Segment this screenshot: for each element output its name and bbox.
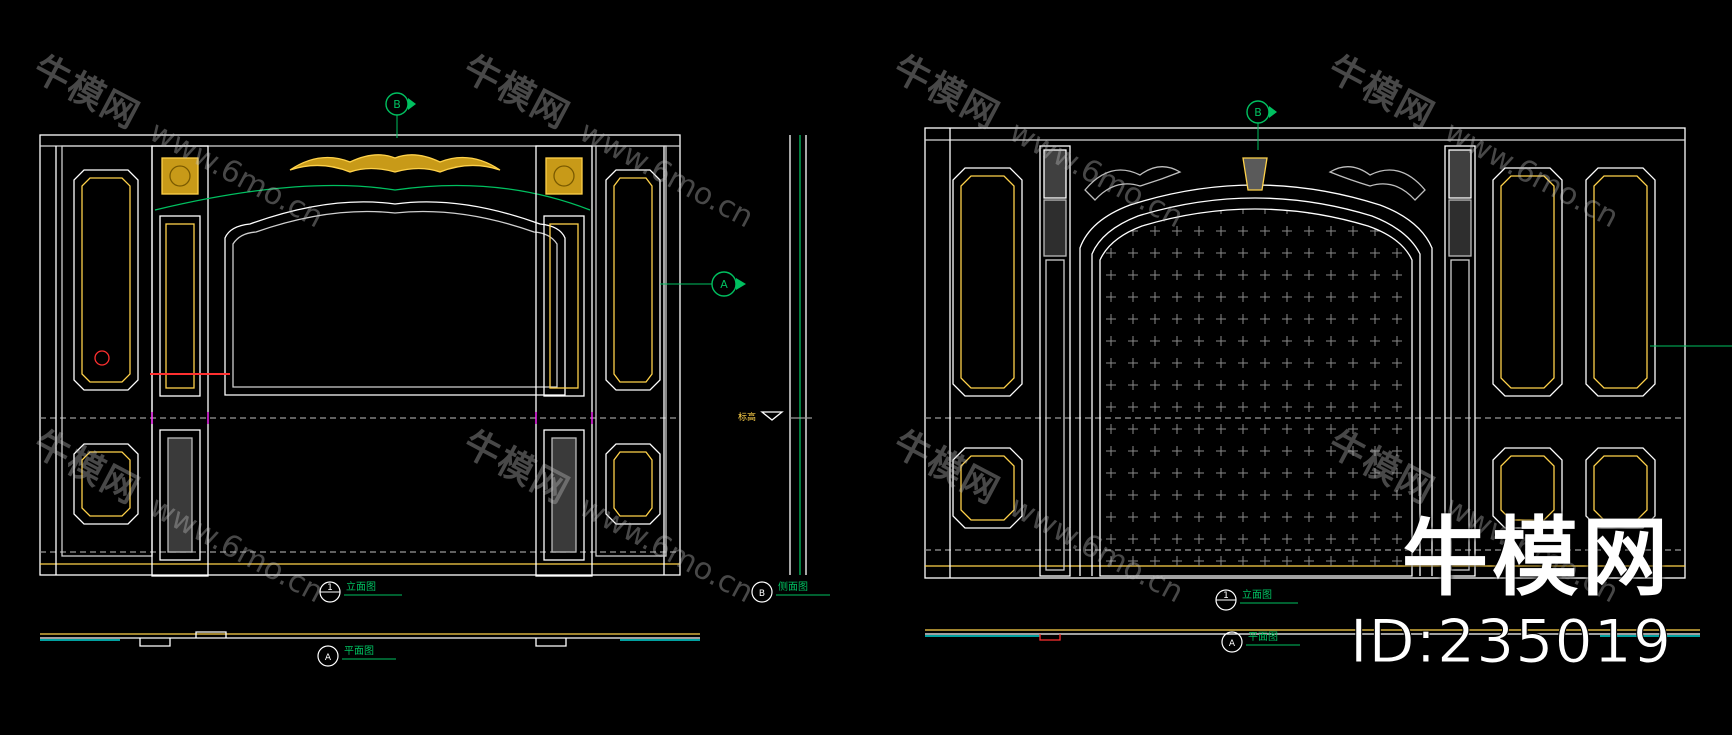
left-plan-title: A 平面图 bbox=[317, 645, 396, 667]
left-wall-outline bbox=[39, 134, 681, 576]
callout-a-label: A bbox=[720, 278, 728, 291]
elevation-title-text: 立面图 bbox=[346, 580, 376, 593]
crown-ornament bbox=[289, 154, 501, 173]
left-callout-top: B bbox=[385, 92, 416, 138]
right-callout-top: B bbox=[1246, 100, 1277, 150]
callout-b-label: B bbox=[393, 98, 401, 111]
quilted-arch-headboard bbox=[1079, 157, 1433, 577]
scroll-ornament-left bbox=[1084, 166, 1182, 201]
right-elevation-title-text: 立面图 bbox=[1242, 588, 1272, 601]
left-side-section bbox=[760, 135, 812, 575]
left-pilaster bbox=[151, 145, 209, 577]
right-column-right bbox=[1444, 145, 1476, 577]
title-number: 1 bbox=[327, 583, 333, 593]
center-arch-panel bbox=[154, 154, 591, 396]
right-pilaster bbox=[535, 145, 593, 577]
right-plan-title-text: 平面图 bbox=[1248, 631, 1278, 643]
right-callout-b-label: B bbox=[1254, 106, 1262, 119]
plan-title-text: 平面图 bbox=[344, 645, 374, 657]
right-plan-title: A 平面图 bbox=[1221, 631, 1300, 653]
scroll-ornament-right bbox=[1328, 166, 1426, 201]
right-plan-strip bbox=[925, 629, 1700, 641]
side-title-number: B bbox=[759, 589, 765, 599]
left-panel-upper-left bbox=[61, 145, 153, 557]
left-elevation bbox=[39, 134, 812, 647]
right-panel-right bbox=[1492, 167, 1656, 529]
left-callout-right: A bbox=[660, 271, 746, 297]
plan-title-number: A bbox=[325, 653, 332, 663]
right-elevation-title: 1 立面图 bbox=[1215, 588, 1298, 611]
right-wall-outline bbox=[924, 127, 1686, 579]
left-elevation-title: 1 立面图 bbox=[319, 580, 402, 603]
side-elevation-title-text: 侧面图 bbox=[778, 580, 808, 593]
right-panel-left bbox=[952, 167, 1023, 529]
ornament-carving-right bbox=[551, 437, 577, 553]
rosette-ornament-right bbox=[545, 157, 583, 195]
right-title-number: 1 bbox=[1223, 591, 1229, 601]
level-mark-text: 标高 bbox=[738, 411, 756, 423]
right-column-left bbox=[1039, 145, 1071, 577]
left-plan-strip bbox=[40, 631, 700, 647]
right-plan-title-number: A bbox=[1229, 639, 1236, 649]
right-elevation bbox=[924, 127, 1700, 641]
left-side-title: B 侧面图 bbox=[751, 580, 830, 603]
keystone-ornament bbox=[1242, 157, 1268, 191]
ornament-carving-left bbox=[167, 437, 193, 553]
left-panel-upper-right bbox=[595, 145, 667, 557]
rosette-ornament-left bbox=[161, 157, 199, 195]
